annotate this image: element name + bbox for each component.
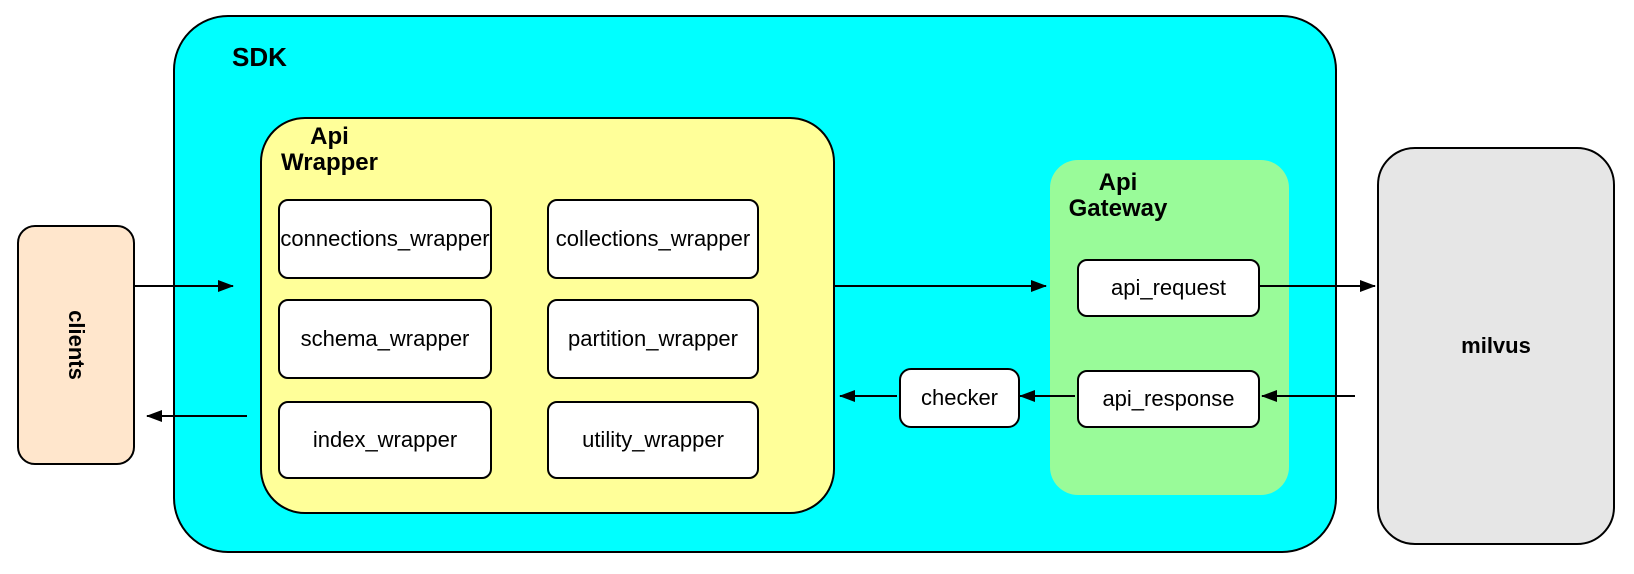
- milvus-node: milvus: [1377, 147, 1615, 545]
- clients-node: clients: [17, 225, 135, 465]
- sdk-label: SDK: [232, 42, 287, 72]
- box-partition-wrapper: partition_wrapper: [547, 299, 759, 379]
- box-schema-wrapper: schema_wrapper: [278, 299, 492, 379]
- box-api-response: api_response: [1077, 370, 1260, 428]
- checker-node: checker: [899, 368, 1020, 428]
- api-wrapper-label: Api Wrapper: [281, 123, 378, 176]
- milvus-label: milvus: [1461, 333, 1531, 358]
- box-index-wrapper: index_wrapper: [278, 401, 492, 479]
- sdk-container: SDK Api Wrapper connections_wrapper coll…: [173, 15, 1337, 553]
- api-gateway-label: Api Gateway: [1068, 169, 1168, 222]
- clients-label: clients: [63, 310, 89, 380]
- api-gateway-container: Api Gateway api_request api_response: [1050, 160, 1289, 495]
- box-connections-wrapper: connections_wrapper: [278, 199, 492, 279]
- box-collections-wrapper: collections_wrapper: [547, 199, 759, 279]
- api-wrapper-container: Api Wrapper connections_wrapper collecti…: [260, 117, 835, 514]
- box-api-request: api_request: [1077, 259, 1260, 317]
- box-utility-wrapper: utility_wrapper: [547, 401, 759, 479]
